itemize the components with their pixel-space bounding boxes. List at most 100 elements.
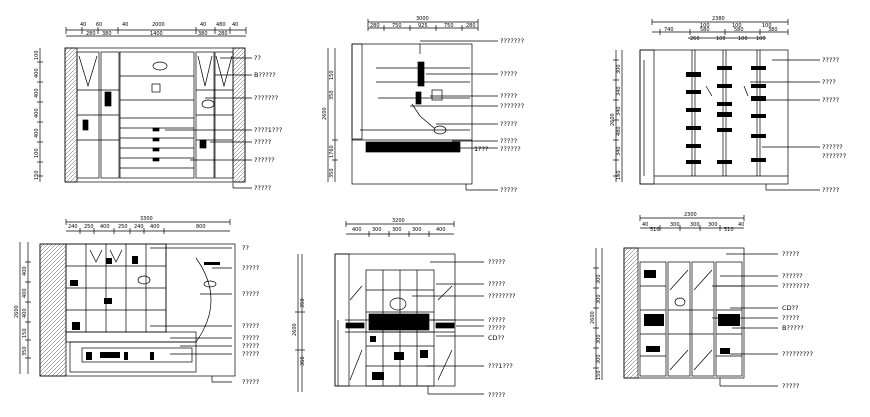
elevation-1 <box>37 27 252 189</box>
e3-dim-top-5: 580 <box>700 27 710 33</box>
e1-label-3: ????1??? <box>254 126 282 134</box>
e4-dim-side-5: 350 <box>22 346 28 356</box>
e4-dim-side-2: 400 <box>22 288 28 298</box>
e2-dim-side-4: 350 <box>329 168 335 178</box>
e2-dim-side-3: 1760 <box>329 145 335 158</box>
e1-label-1: B????? <box>254 71 276 79</box>
e3-label-2: ????? <box>822 96 839 104</box>
e1-dim-top-5: 480 <box>216 22 226 28</box>
e6-dim-top-1: 40 <box>642 222 648 228</box>
e1-dim-top-2: 40 <box>122 22 128 28</box>
e3-dim-top-0: 2380 <box>712 16 725 22</box>
e4-label-0: ?? <box>242 244 249 252</box>
e6-label-0: ????? <box>782 250 799 258</box>
e4-label-6: ????? <box>242 350 259 358</box>
e6-dim-top-2: 510 <box>650 227 660 233</box>
e2-label-8: ????? <box>500 186 517 194</box>
e5-label-5: CD?? <box>488 334 504 342</box>
e5-dim-top-5: 400 <box>436 227 446 233</box>
e6-label-1: ?????? <box>782 272 803 280</box>
e3-label-1: ???? <box>822 78 836 86</box>
e2-dim-top-5: 280 <box>466 23 476 29</box>
e6-dim-top-4: 300 <box>690 222 700 228</box>
e2-dim-side-1: 150 <box>329 70 335 80</box>
e3-dim-top-4: 740 <box>664 27 674 33</box>
e2-label-5: ????? <box>500 137 517 145</box>
e6-label-6: ????????? <box>782 350 813 358</box>
e5-label-3: ????? <box>488 316 505 324</box>
e3-dim-side-5: 340 <box>616 146 622 156</box>
elevation-5-text: 3200 400 300 300 300 400 2600 350 360 ??… <box>292 218 516 399</box>
e4-dim-top-4: 250 <box>118 224 128 230</box>
e5-dim-top-3: 300 <box>392 227 402 233</box>
e2-dim-top-3: 925 <box>418 23 428 29</box>
e3-dim-side-0: 2600 <box>610 113 616 126</box>
e3-dim-top-6: 580 <box>734 27 744 33</box>
e6-dim-top-7: 40 <box>738 222 744 228</box>
e1-dim-side-4: 400 <box>34 128 40 138</box>
e1-dim-side-3: 400 <box>34 108 40 118</box>
e1-label-4: ????? <box>254 138 271 146</box>
e2-label-2: ????? <box>500 92 517 100</box>
elevation-5 <box>295 221 484 395</box>
e5-dim-top-4: 300 <box>412 227 422 233</box>
e6-label-2: ???????? <box>782 282 810 290</box>
e1-dim-sub-4: 280 <box>218 31 228 37</box>
e4-dim-side-4: 150 <box>22 328 28 338</box>
e6-dim-side-2: 300 <box>596 294 602 304</box>
elevation-2-text: 3000 280 750 925 750 280 2600 150 350 17… <box>322 16 524 194</box>
e4-label-5: ????? <box>242 342 259 350</box>
e4-label-4: ????? <box>242 334 259 342</box>
e2-dim-top-2: 750 <box>392 23 402 29</box>
e1-label-6: ????? <box>254 184 271 192</box>
e3-label-0: ????? <box>822 56 839 64</box>
e6-dim-top-5: 300 <box>708 222 718 228</box>
e3-dim-side-3: 340 <box>616 106 622 116</box>
e4-label-3: ????? <box>242 322 259 330</box>
e6-dim-top-3: 300 <box>670 222 680 228</box>
e4-dim-side-3: 400 <box>22 308 28 318</box>
e1-label-2: ??????? <box>254 94 278 102</box>
elevation-4-text: 3300 240 250 400 250 240 400 800 2600 40… <box>14 216 259 386</box>
e3-dim-top-3: 100 <box>762 23 772 29</box>
e1-label-0: ?? <box>254 54 261 62</box>
e1-dim-sub-1: 380 <box>102 31 112 37</box>
e4-dim-top-7: 800 <box>196 224 206 230</box>
e5-dim-side-2: 360 <box>300 356 306 366</box>
e3-dim-sub-0: 260 <box>690 36 700 42</box>
e6-dim-side-1: 300 <box>596 274 602 284</box>
e1-dim-side-5: 100 <box>34 148 40 158</box>
e5-label-7: ????? <box>488 391 505 399</box>
e2-label-0: ??????? <box>500 37 524 45</box>
e1-dim-sub-2: 1400 <box>150 31 163 37</box>
e2-label-7: 1??? <box>474 145 489 153</box>
e1-dim-top-1: 60 <box>96 22 102 28</box>
e6-dim-top-0: 2300 <box>684 212 697 218</box>
e6-label-4: ????? <box>782 314 799 322</box>
e3-dim-side-2: 340 <box>616 86 622 96</box>
e6-dim-side-0: 2600 <box>590 311 596 324</box>
e2-label-4: ????? <box>500 120 517 128</box>
elevation-1-text: 40 60 40 2000 40 480 40 280 380 1400 380… <box>34 22 282 192</box>
e2-dim-top-4: 750 <box>444 23 454 29</box>
e4-label-1: ????? <box>242 264 259 272</box>
e3-dim-top-2: 100 <box>732 23 742 29</box>
e1-label-5: ?????? <box>254 156 275 164</box>
e5-dim-side-1: 350 <box>300 298 306 308</box>
e6-dim-side-5: 150 <box>596 370 602 380</box>
e5-dim-side-0: 2600 <box>292 323 298 336</box>
e4-dim-side-1: 400 <box>22 266 28 276</box>
e6-label-7: ????? <box>782 382 799 390</box>
e4-dim-top-5: 240 <box>134 224 144 230</box>
e1-dim-side-2: 400 <box>34 88 40 98</box>
e2-dim-side-2: 350 <box>329 90 335 100</box>
e5-label-1: ????? <box>488 280 505 288</box>
e3-label-5: ????? <box>822 186 839 194</box>
e3-dim-side-4: 480 <box>616 126 622 136</box>
elevation-4 <box>19 219 236 383</box>
e6-dim-side-3: 300 <box>596 334 602 344</box>
e1-dim-top-6: 40 <box>232 22 238 28</box>
e3-dim-sub-1: 100 <box>716 36 726 42</box>
